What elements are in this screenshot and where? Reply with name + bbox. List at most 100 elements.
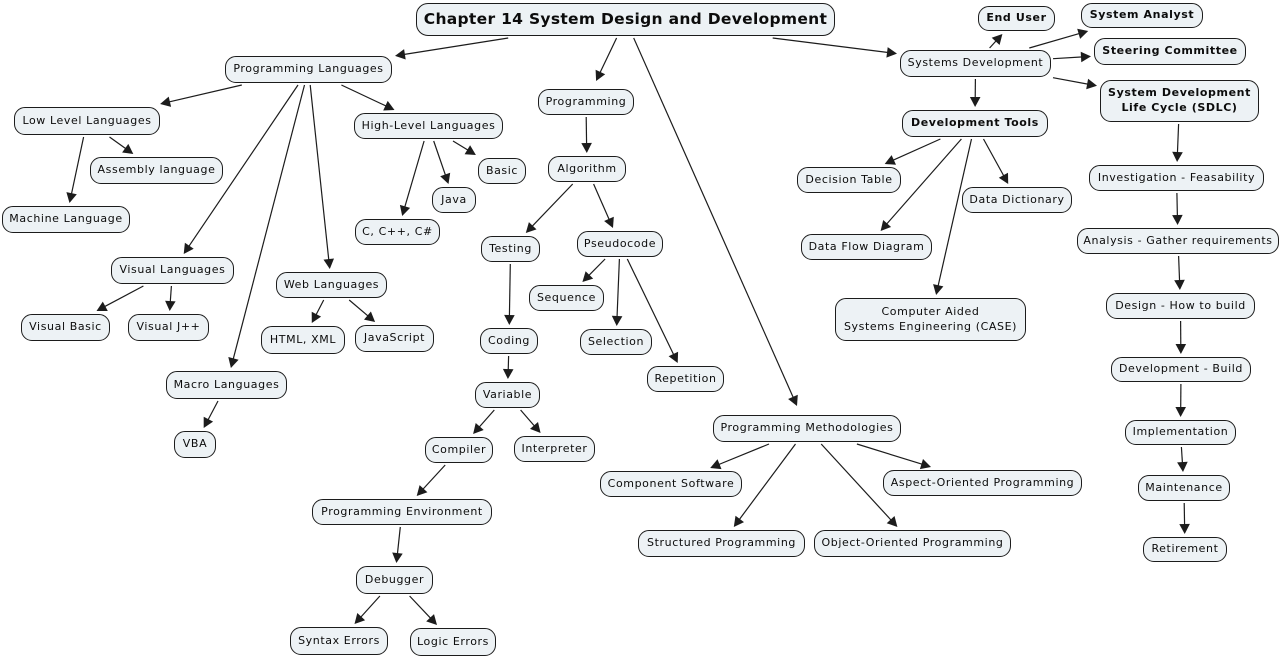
concept-node-label-component: Component Software (607, 476, 735, 490)
concept-node-label-visual-lang: Visual Languages (119, 263, 226, 277)
concept-node-label-visual-basic: Visual Basic (29, 320, 102, 334)
concept-node-programming[interactable]: Programming (538, 89, 634, 115)
concept-node-label-aop: Aspect-Oriented Programming (890, 475, 1075, 489)
concept-node-retirement[interactable]: Retirement (1143, 537, 1227, 562)
concept-node-basic[interactable]: Basic (478, 158, 526, 184)
concept-node-machine[interactable]: Machine Language (2, 206, 130, 233)
edge-algorithm-to-pseudocode (593, 183, 614, 228)
concept-node-label-prog-meth: Programming Methodologies (720, 421, 894, 435)
concept-node-interpreter[interactable]: Interpreter (514, 436, 595, 462)
concept-node-label-dfd: Data Flow Diagram (808, 239, 925, 253)
concept-node-component[interactable]: Component Software (600, 471, 742, 497)
concept-node-label-investigation: Investigation - Feasability (1097, 170, 1256, 184)
concept-node-label-java: Java (441, 192, 467, 206)
edge-prog-lang-to-high-level (341, 84, 395, 111)
concept-node-vba[interactable]: VBA (174, 431, 216, 458)
concept-node-visual-basic[interactable]: Visual Basic (21, 314, 110, 341)
edge-dev-tools-to-dfd (880, 138, 962, 231)
concept-node-label-debugger: Debugger (364, 572, 425, 586)
concept-node-assembly[interactable]: Assembly language (90, 157, 223, 184)
edge-prog-meth-to-component (710, 443, 770, 470)
concept-node-javascript[interactable]: JavaScript (355, 325, 434, 352)
concept-node-prog-meth[interactable]: Programming Methodologies (713, 415, 901, 442)
concept-node-variable[interactable]: Variable (475, 382, 540, 408)
concept-node-high-level[interactable]: High-Level Languages (354, 113, 503, 139)
concept-node-steering[interactable]: Steering Committee (1094, 38, 1246, 65)
concept-node-label-logic-err: Logic Errors (417, 634, 489, 648)
concept-node-pseudocode[interactable]: Pseudocode (577, 231, 663, 257)
concept-node-aop[interactable]: Aspect-Oriented Programming (883, 470, 1082, 496)
concept-node-label-macro-lang: Macro Languages (173, 377, 280, 391)
concept-node-development[interactable]: Development - Build (1111, 357, 1251, 382)
concept-node-maintenance[interactable]: Maintenance (1138, 475, 1230, 501)
concept-node-data-dict[interactable]: Data Dictionary (962, 187, 1072, 213)
edge-title-to-programming (595, 37, 618, 81)
concept-node-web-lang[interactable]: Web Languages (276, 272, 387, 298)
concept-node-compiler[interactable]: Compiler (425, 437, 493, 463)
concept-node-sdlc[interactable]: System Development Life Cycle (SDLC) (1100, 80, 1259, 122)
concept-node-end-user[interactable]: End User (978, 6, 1055, 31)
concept-node-sequence[interactable]: Sequence (529, 285, 604, 311)
edge-compiler-to-prog-env (416, 464, 446, 496)
concept-node-dev-tools[interactable]: Development Tools (902, 110, 1048, 137)
concept-node-label-assembly: Assembly language (97, 163, 216, 177)
concept-node-prog-env[interactable]: Programming Environment (312, 499, 492, 525)
concept-node-label-title: Chapter 14 System Design and Development (423, 10, 828, 29)
concept-node-implementation[interactable]: Implementation (1125, 420, 1236, 445)
edge-pseudocode-to-selection (611, 258, 623, 326)
concept-node-visual-lang[interactable]: Visual Languages (111, 257, 234, 284)
concept-node-html-xml[interactable]: HTML, XML (261, 326, 345, 354)
concept-node-visual-jpp[interactable]: Visual J++ (128, 314, 209, 341)
concept-node-label-variable: Variable (482, 387, 533, 401)
concept-node-dfd[interactable]: Data Flow Diagram (801, 234, 932, 260)
concept-node-prog-lang[interactable]: Programming Languages (225, 56, 392, 83)
concept-node-label-sdlc: System Development Life Cycle (SDLC) (1108, 86, 1251, 114)
concept-node-algorithm[interactable]: Algorithm (548, 156, 626, 182)
edge-analysis-to-design (1174, 255, 1185, 290)
concept-node-title[interactable]: Chapter 14 System Design and Development (416, 3, 835, 36)
concept-node-label-analysis: Analysis - Gather requirements (1083, 233, 1273, 247)
edge-coding-to-variable (502, 355, 514, 379)
concept-node-label-selection: Selection (587, 334, 645, 348)
concept-node-testing[interactable]: Testing (481, 236, 540, 262)
concept-node-syntax-err[interactable]: Syntax Errors (290, 627, 388, 655)
edge-web-lang-to-javascript (348, 299, 376, 322)
concept-node-decision-table[interactable]: Decision Table (797, 167, 901, 193)
concept-node-label-development: Development - Build (1118, 362, 1244, 376)
concept-node-debugger[interactable]: Debugger (356, 566, 433, 594)
concept-node-label-html-xml: HTML, XML (269, 332, 337, 346)
concept-node-label-coding: Coding (487, 333, 530, 347)
edge-prog-meth-to-structured (733, 443, 796, 527)
concept-node-coding[interactable]: Coding (480, 328, 538, 354)
concept-node-label-repetition: Repetition (654, 371, 717, 385)
concept-node-structured[interactable]: Structured Programming (638, 530, 805, 557)
concept-node-label-implementation: Implementation (1132, 425, 1229, 439)
concept-node-macro-lang[interactable]: Macro Languages (166, 371, 287, 399)
concept-node-design[interactable]: Design - How to build (1106, 293, 1255, 319)
concept-node-label-prog-env: Programming Environment (321, 504, 483, 518)
concept-node-investigation[interactable]: Investigation - Feasability (1089, 165, 1264, 191)
concept-node-label-programming: Programming (545, 94, 627, 108)
concept-node-c-cpp[interactable]: C, C++, C# (355, 219, 440, 245)
concept-node-logic-err[interactable]: Logic Errors (410, 628, 496, 656)
edge-dev-tools-to-case (933, 138, 973, 295)
concept-node-low-level[interactable]: Low Level Languages (14, 107, 160, 135)
concept-node-sys-dev[interactable]: Systems Development (900, 50, 1051, 77)
concept-node-case[interactable]: Computer Aided Systems Engineering (CASE… (835, 298, 1026, 341)
edge-prog-lang-to-low-level (160, 84, 242, 107)
concept-node-label-javascript: JavaScript (363, 331, 426, 345)
concept-node-repetition[interactable]: Repetition (647, 366, 724, 392)
concept-node-label-sys-analyst: System Analyst (1089, 8, 1195, 22)
concept-node-label-testing: Testing (489, 241, 532, 255)
concept-node-sys-analyst[interactable]: System Analyst (1081, 3, 1203, 28)
edge-design-to-development (1175, 320, 1187, 354)
concept-node-selection[interactable]: Selection (580, 329, 652, 355)
concept-node-label-steering: Steering Committee (1102, 44, 1238, 58)
edge-sys-dev-to-steering (1052, 51, 1091, 63)
concept-node-java[interactable]: Java (432, 187, 476, 213)
concept-node-oop[interactable]: Object-Oriented Programming (814, 530, 1011, 557)
concept-node-label-machine: Machine Language (9, 212, 123, 226)
concept-node-analysis[interactable]: Analysis - Gather requirements (1077, 228, 1279, 254)
